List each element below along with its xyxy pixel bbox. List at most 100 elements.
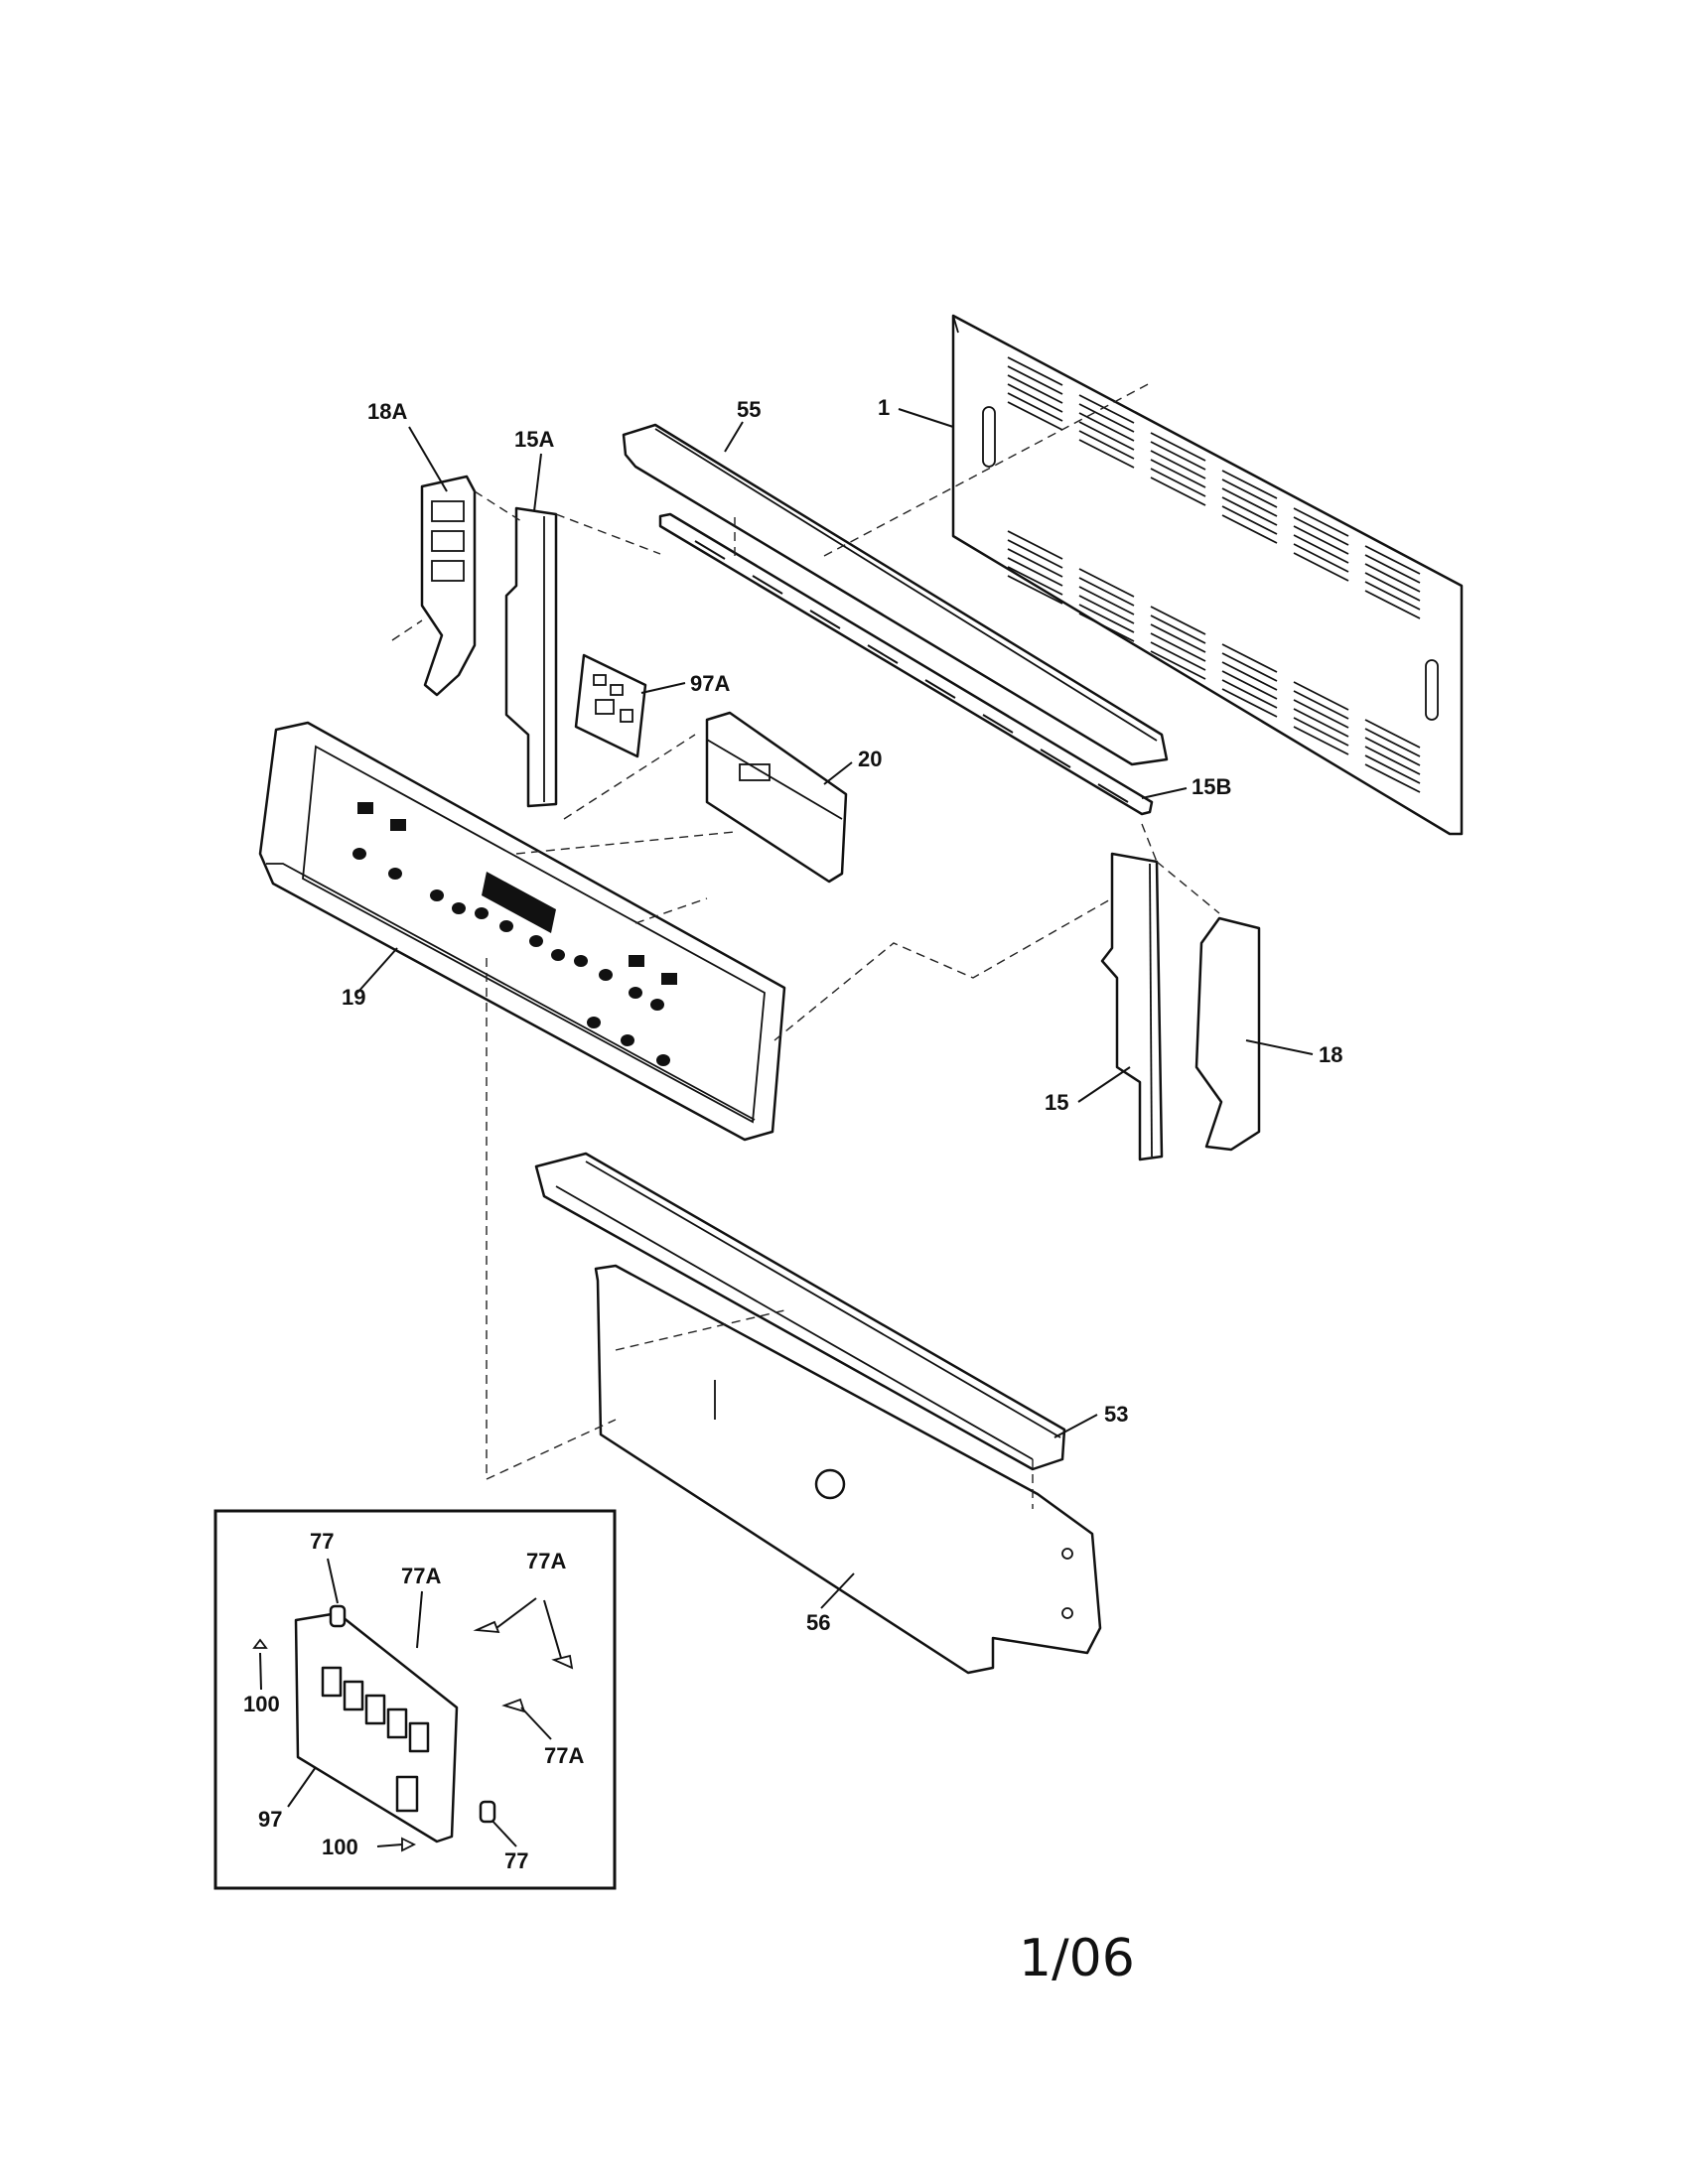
louver xyxy=(1150,459,1206,488)
louver xyxy=(1221,478,1278,508)
panel-button xyxy=(352,848,366,860)
louver xyxy=(1221,496,1278,526)
rail-slot xyxy=(1097,783,1129,803)
part-18a-left-endcap xyxy=(420,475,477,697)
louver xyxy=(1078,403,1135,433)
callout-15A: 15A xyxy=(514,427,554,452)
callout-15: 15 xyxy=(1045,1090,1068,1115)
callout-53: 53 xyxy=(1104,1402,1128,1427)
louver xyxy=(1078,577,1135,607)
louver xyxy=(1150,477,1206,506)
louver xyxy=(1364,590,1421,619)
louver xyxy=(1293,516,1349,546)
relay-blocks xyxy=(321,1666,430,1813)
part-20-control-module xyxy=(705,711,848,884)
louver xyxy=(1078,568,1135,598)
rail-slot xyxy=(982,714,1014,734)
louver xyxy=(1364,554,1421,584)
callout-18: 18 xyxy=(1319,1042,1342,1067)
louver xyxy=(1007,548,1063,578)
panel-button xyxy=(452,902,466,914)
callout-56: 56 xyxy=(806,1610,830,1635)
louver xyxy=(1150,432,1206,462)
part-15-right-bracket xyxy=(1100,852,1164,1161)
louver xyxy=(1007,401,1063,431)
louver xyxy=(1364,728,1421,757)
louver xyxy=(1150,650,1206,680)
inset-callout-100-b: 100 xyxy=(322,1835,358,1859)
part-19-control-panel xyxy=(258,721,786,1142)
louver xyxy=(1293,525,1349,555)
louver xyxy=(1221,505,1278,535)
louver xyxy=(1293,543,1349,573)
louver xyxy=(1364,719,1421,749)
panel-button xyxy=(499,920,513,932)
part-1-rear-panel xyxy=(951,314,1464,836)
louver xyxy=(1293,681,1349,711)
louver xyxy=(1364,563,1421,593)
relay-block xyxy=(321,1666,343,1698)
louver xyxy=(1150,623,1206,653)
louver xyxy=(1364,737,1421,766)
panel-button xyxy=(587,1017,601,1028)
panel-button xyxy=(529,935,543,947)
louver xyxy=(1007,539,1063,569)
panel-button xyxy=(430,889,444,901)
louver xyxy=(1221,487,1278,517)
louver xyxy=(1078,595,1135,624)
relay-block xyxy=(386,1707,408,1739)
inset-relay-board: 77 77A 77A 100 77A 97 100 77 xyxy=(213,1509,617,1890)
louver xyxy=(1293,726,1349,755)
louver xyxy=(1150,641,1206,671)
callout-55: 55 xyxy=(737,397,761,422)
louver xyxy=(1007,365,1063,395)
louver xyxy=(1221,688,1278,718)
inset-callout-77A-a: 77A xyxy=(401,1564,441,1588)
louver xyxy=(1221,514,1278,544)
part-97a-board xyxy=(574,653,647,758)
louver xyxy=(1007,566,1063,596)
louver xyxy=(1293,690,1349,720)
panel-button xyxy=(629,987,642,999)
louver xyxy=(1293,507,1349,537)
louver xyxy=(1293,699,1349,729)
louver xyxy=(1007,575,1063,605)
inset-callout-97: 97 xyxy=(258,1807,282,1832)
louver xyxy=(1364,746,1421,775)
louver xyxy=(1221,679,1278,709)
relay-block xyxy=(408,1721,430,1753)
louver xyxy=(1150,441,1206,471)
panel-button xyxy=(551,949,565,961)
part-55-top-trim xyxy=(622,423,1169,766)
panel-button xyxy=(475,907,489,919)
rail-slot xyxy=(867,644,899,664)
louver xyxy=(1007,392,1063,422)
louver xyxy=(1078,604,1135,633)
louver xyxy=(1364,581,1421,611)
louver xyxy=(1007,356,1063,386)
louver xyxy=(1364,572,1421,602)
panel-buttons xyxy=(352,848,670,1066)
callout-15B: 15B xyxy=(1192,774,1231,799)
louver xyxy=(1293,534,1349,564)
relay-block xyxy=(343,1680,364,1711)
callout-20: 20 xyxy=(858,747,882,771)
louver xyxy=(1221,670,1278,700)
louver xyxy=(1364,763,1421,793)
panel-button xyxy=(574,955,588,967)
louver xyxy=(1078,430,1135,460)
louver xyxy=(1364,754,1421,784)
panel-button xyxy=(650,999,664,1011)
louver xyxy=(1007,530,1063,560)
louver xyxy=(1150,606,1206,635)
louver xyxy=(1007,383,1063,413)
louver xyxy=(1078,439,1135,469)
rail-slot xyxy=(1040,749,1071,768)
inset-callout-77-top: 77 xyxy=(310,1529,334,1554)
louver xyxy=(1078,613,1135,642)
panel-button xyxy=(621,1034,634,1046)
callout-18A: 18A xyxy=(367,399,407,424)
page-number: 1/06 xyxy=(1019,1929,1135,1988)
louver xyxy=(1078,586,1135,615)
louver xyxy=(1150,450,1206,479)
